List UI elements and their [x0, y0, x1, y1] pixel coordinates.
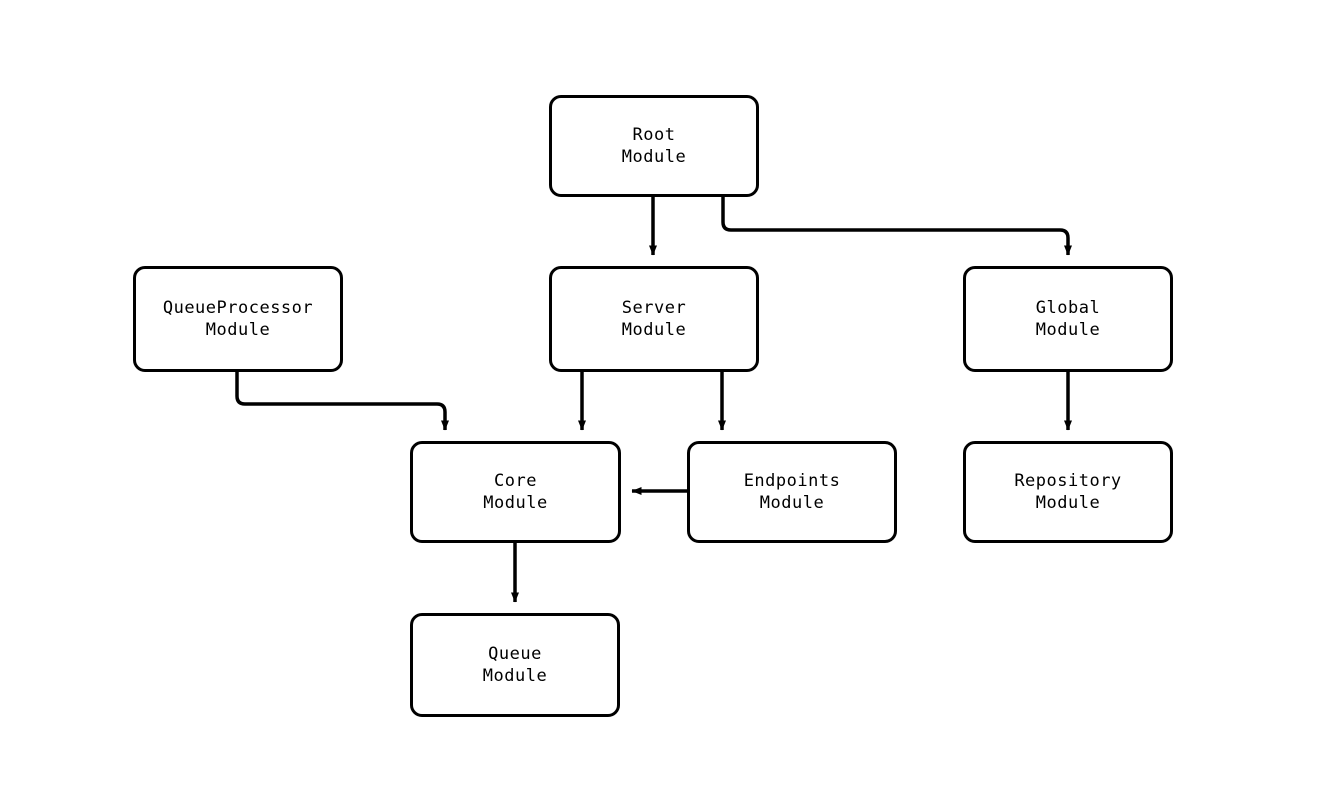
node-core-module-line2: Module	[483, 493, 548, 513]
node-global-module-line1: Global	[1035, 298, 1101, 318]
edge-queueprocessor-to-core	[235, 372, 449, 431]
node-core-module[interactable]: Core Module	[410, 441, 621, 543]
node-core-module-line1: Core	[494, 471, 537, 491]
node-root-module-line1: Root	[632, 125, 676, 145]
node-endpoints-module[interactable]: Endpoints Module	[687, 441, 897, 543]
node-queue-module-line2: Module	[482, 666, 548, 686]
node-server-module-line1: Server	[621, 298, 687, 318]
node-global-module[interactable]: Global Module	[963, 266, 1173, 372]
node-queue-module[interactable]: Queue Module	[410, 613, 620, 717]
node-root-module-line2: Module	[621, 147, 687, 167]
node-queueprocessor-module-line1: QueueProcessor	[162, 298, 314, 318]
node-queueprocessor-module[interactable]: QueueProcessor Module	[133, 266, 343, 372]
node-global-module-line2: Module	[1035, 320, 1101, 340]
node-queue-module-line1: Queue	[488, 644, 542, 664]
node-server-module-line2: Module	[621, 320, 687, 340]
node-endpoints-module-line1: Endpoints	[743, 471, 841, 491]
node-repository-module-line1: Repository	[1014, 471, 1122, 491]
node-endpoints-module-line2: Module	[759, 493, 825, 513]
node-server-module[interactable]: Server Module	[549, 266, 759, 372]
node-repository-module-line2: Module	[1035, 493, 1101, 513]
node-queueprocessor-module-line2: Module	[205, 320, 271, 340]
node-root-module[interactable]: Root Module	[549, 95, 759, 197]
edge-root-to-global	[721, 197, 1072, 256]
node-repository-module[interactable]: Repository Module	[963, 441, 1173, 543]
